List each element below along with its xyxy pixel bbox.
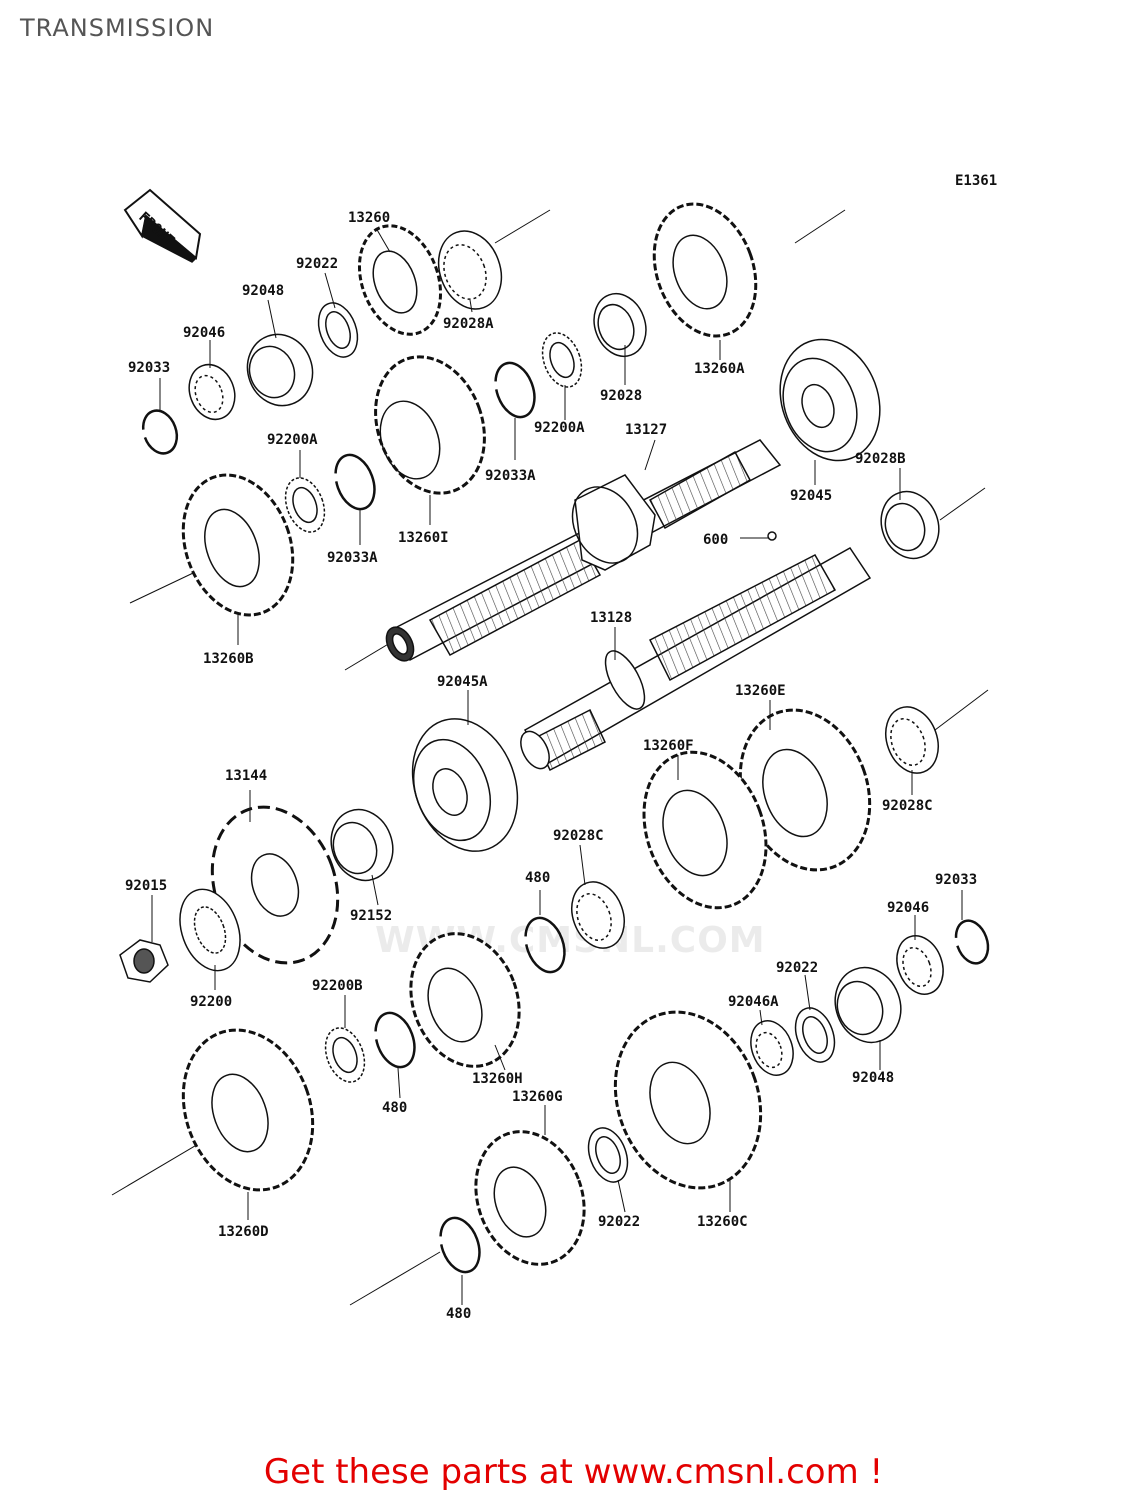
gear-13260C-icon: [613, 1010, 763, 1190]
label-600[interactable]: 600: [703, 532, 728, 548]
gear-13260B-icon: [181, 473, 295, 617]
label-13260E[interactable]: 13260E: [735, 683, 786, 699]
label-13260F[interactable]: 13260F: [643, 738, 694, 754]
gear-13260E-icon: [738, 708, 872, 872]
washer-92022-low-icon: [587, 1127, 629, 1183]
gear-13260I-icon: [374, 355, 486, 495]
washer-92200B-icon: [324, 1027, 366, 1083]
label-92200B[interactable]: 92200B: [312, 978, 363, 994]
label-480-bottom[interactable]: 480: [446, 1306, 471, 1322]
output-shaft: [520, 531, 872, 772]
label-92033-right[interactable]: 92033: [935, 872, 977, 888]
label-92022-low[interactable]: 92022: [598, 1214, 640, 1230]
label-92200A-top[interactable]: 92200A: [534, 420, 585, 436]
bearing-92045-icon: [779, 338, 881, 462]
label-13260G[interactable]: 13260G: [512, 1089, 563, 1105]
label-480-mid[interactable]: 480: [525, 870, 550, 886]
label-92028C-right[interactable]: 92028C: [882, 798, 933, 814]
label-92022-right[interactable]: 92022: [776, 960, 818, 976]
label-92028B[interactable]: 92028B: [855, 451, 906, 467]
label-92152[interactable]: 92152: [350, 908, 392, 924]
label-92028A[interactable]: 92028A: [443, 316, 494, 332]
label-92045[interactable]: 92045: [790, 488, 832, 504]
label-92028[interactable]: 92028: [600, 388, 642, 404]
label-13260D[interactable]: 13260D: [218, 1224, 269, 1240]
input-shaft: [385, 439, 782, 662]
circlip-480-low-icon: [374, 1011, 416, 1069]
washer-92200A-top-icon: [541, 332, 583, 388]
gear-13260F-icon: [642, 750, 768, 910]
label-13260H[interactable]: 13260H: [472, 1071, 523, 1087]
page-title: TRANSMISSION: [20, 14, 215, 42]
needle-bearing-92046-right-icon: [896, 935, 944, 995]
axis-lines: [111, 209, 989, 1306]
label-13144[interactable]: 13144: [225, 768, 267, 784]
gear-13260A-icon: [652, 202, 758, 338]
needle-bearing-92046A-icon: [750, 1020, 794, 1076]
label-92046A[interactable]: 92046A: [728, 994, 779, 1010]
needle-bearing-92028C-mid-icon: [571, 881, 625, 949]
label-92022-top[interactable]: 92022: [296, 256, 338, 272]
footer-shop-link[interactable]: Get these parts at www.cmsnl.com !: [263, 1452, 884, 1492]
washer-92022-top-icon: [317, 302, 359, 358]
label-92033A-mid[interactable]: 92033A: [485, 468, 536, 484]
lock-washer-92200-icon: [179, 888, 241, 972]
label-13260C[interactable]: 13260C: [697, 1214, 748, 1230]
bushing-92028B-icon: [880, 490, 940, 560]
leader-lines: [151, 227, 963, 1305]
circlip-480-bottom-icon: [439, 1216, 481, 1274]
label-92046-right[interactable]: 92046: [887, 900, 929, 916]
washer-92022-right-icon: [794, 1007, 836, 1063]
circlip-92033A-left-icon: [334, 453, 376, 511]
bearing-92045A-icon: [411, 718, 519, 852]
bushing-92028-icon: [593, 292, 647, 358]
label-13128[interactable]: 13128: [590, 610, 632, 626]
washer-92200A-left-icon: [284, 477, 326, 533]
gear-13260H-icon: [409, 932, 521, 1068]
needle-bearing-92028C-right-icon: [885, 706, 939, 774]
part-labels: E1361 13260 92022 92048 92046 92033 9202…: [125, 173, 997, 1322]
label-92028C-mid[interactable]: 92028C: [553, 828, 604, 844]
label-92033-top[interactable]: 92033: [128, 360, 170, 376]
label-92200A-left[interactable]: 92200A: [267, 432, 318, 448]
label-13260I[interactable]: 13260I: [398, 530, 449, 546]
label-92046-top[interactable]: 92046: [183, 325, 225, 341]
needle-bearing-92046-top-icon: [188, 363, 236, 421]
circlip-92033-right-icon: [954, 919, 990, 965]
needle-bearing-92028A-icon: [437, 230, 503, 310]
collar-92048-top-icon: [246, 333, 314, 407]
circlip-480-mid-icon: [524, 916, 566, 974]
nut-92015-icon: [119, 939, 169, 983]
label-92048-top[interactable]: 92048: [242, 283, 284, 299]
label-92200[interactable]: 92200: [190, 994, 232, 1010]
label-92048-right[interactable]: 92048: [852, 1070, 894, 1086]
label-13260B[interactable]: 13260B: [203, 651, 254, 667]
label-13260A[interactable]: 13260A: [694, 361, 745, 377]
front-arrow-icon: FRONT: [123, 188, 202, 263]
label-92045A[interactable]: 92045A: [437, 674, 488, 690]
gear-13260G-icon: [474, 1130, 586, 1266]
label-13127[interactable]: 13127: [625, 422, 667, 438]
diagram-code: E1361: [955, 173, 997, 189]
circlip-92033A-mid-icon: [494, 361, 536, 419]
circlip-92033-top-icon: [141, 409, 179, 455]
label-480-low[interactable]: 480: [382, 1100, 407, 1116]
collar-92152-icon: [330, 808, 394, 882]
label-13260[interactable]: 13260: [348, 210, 390, 226]
label-92033A-left[interactable]: 92033A: [327, 550, 378, 566]
collar-92048-right-icon: [834, 966, 902, 1044]
gear-13260D-icon: [181, 1028, 315, 1192]
gear-13260-icon: [357, 224, 443, 336]
label-92015[interactable]: 92015: [125, 878, 167, 894]
